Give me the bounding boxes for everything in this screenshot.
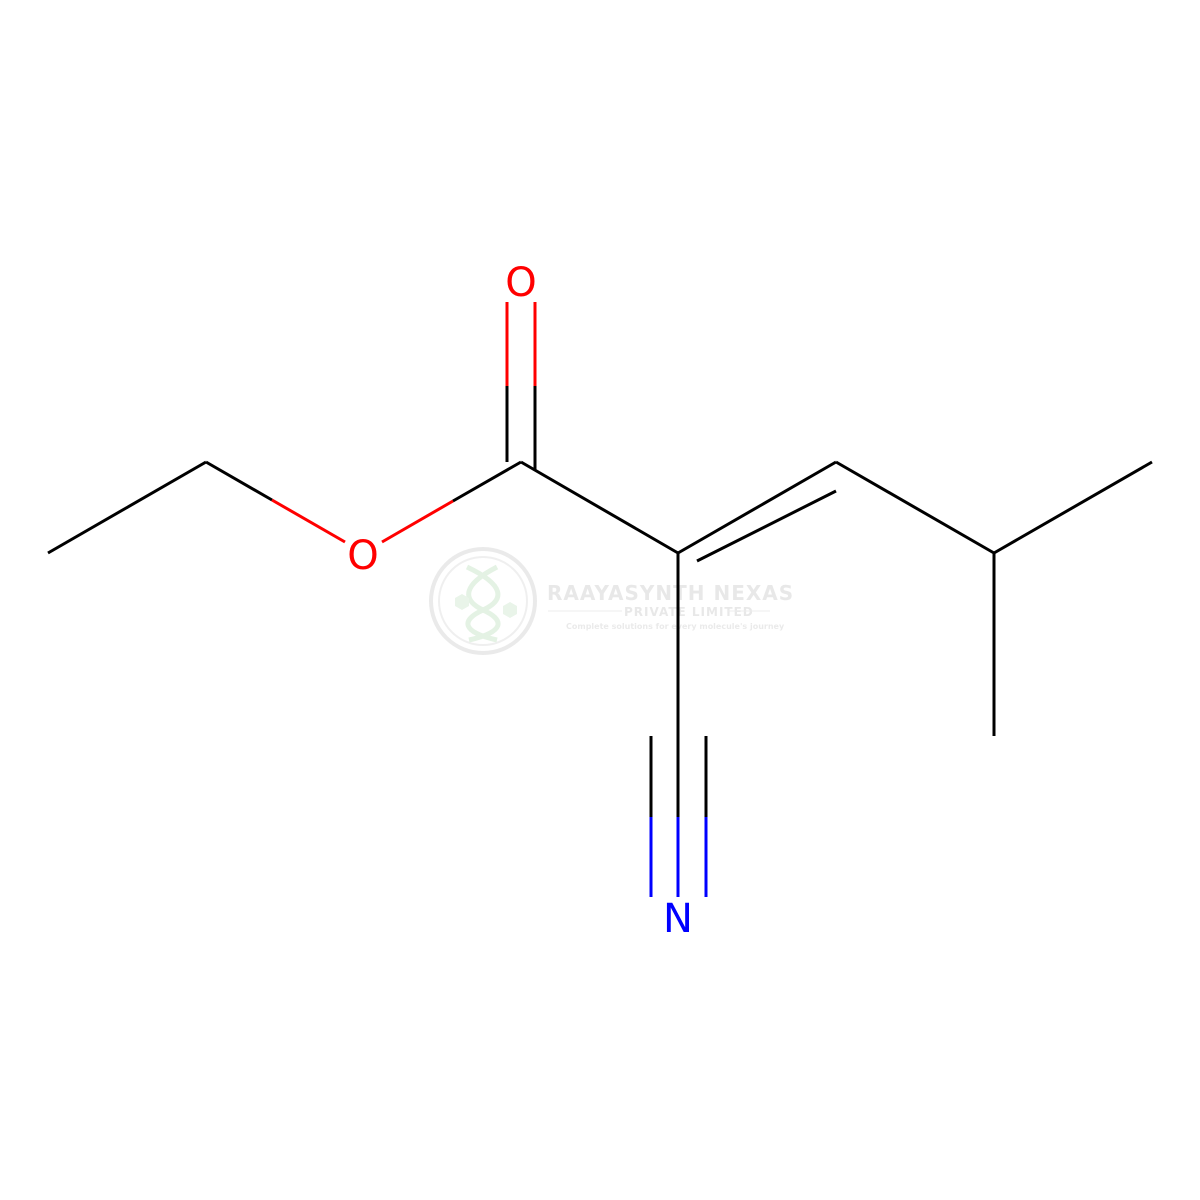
bond-carbonyl-alpha — [520, 460, 679, 555]
watermark-logo-ring — [429, 547, 537, 655]
watermark-logo-inner — [438, 556, 528, 646]
hexagon-icon — [455, 594, 517, 618]
bond-isopropyl-methyl-a — [993, 460, 1153, 555]
bond-alkene-inner — [696, 489, 837, 563]
watermark-subtitle: PRIVATE LIMITED — [624, 605, 754, 619]
bond-ch2-oxygen-red — [271, 498, 346, 544]
bond-alkene — [677, 460, 837, 555]
bond-oxygen-carbonyl-red — [381, 499, 454, 544]
watermark-title: RAAYASYNTH NEXAS — [547, 581, 794, 605]
dna-helix-icon — [465, 564, 501, 643]
bond-ch2-oxygen-black — [205, 460, 273, 502]
atom-label-nitrile-nitrogen: N — [663, 896, 693, 942]
atom-label-ester-oxygen: O — [347, 533, 378, 579]
bonds — [47, 302, 1153, 897]
company-watermark: RAAYASYNTH NEXAS PRIVATE LIMITED Complet… — [429, 547, 794, 655]
bond-ethyl-methyl — [47, 460, 207, 555]
bond-oxygen-carbonyl-black — [452, 460, 522, 503]
watermark-tagline: Complete solutions for every molecule's … — [566, 622, 785, 631]
bond-alkene-isopropyl — [835, 460, 995, 555]
atom-label-carbonyl-oxygen: O — [505, 260, 536, 306]
